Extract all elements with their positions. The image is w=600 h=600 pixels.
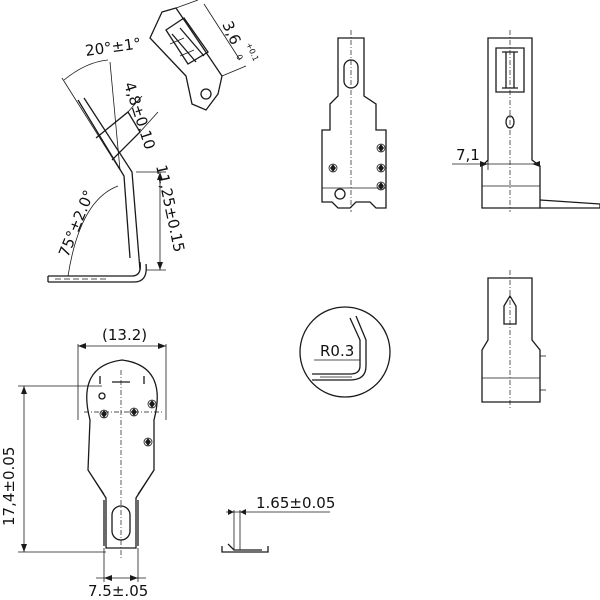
width-small-label: 4,8±0.10 bbox=[120, 80, 159, 152]
tab-tol-upper-label: +0.1 bbox=[244, 41, 260, 62]
tab-detail-view: 3,6 +0.1 0 bbox=[149, 0, 260, 111]
side-view-bottom bbox=[481, 270, 546, 408]
angle-top-label: 20°±1° bbox=[84, 34, 142, 60]
side-view-top: 7,1 bbox=[452, 30, 600, 212]
height-main-label: 17,4±0.05 bbox=[0, 447, 18, 526]
side-width-label: 7,1 bbox=[456, 146, 480, 164]
front-view bbox=[321, 30, 387, 212]
tab-width-label: 7.5±.05 bbox=[88, 582, 148, 600]
plan-view: (13.2) 17,4±0.05 7.5±.05 bbox=[0, 326, 167, 600]
tab-dim-label: 3,6 bbox=[218, 18, 244, 47]
angle-side-label: 75°±2.0° bbox=[55, 187, 98, 259]
side-bent-view: 20°±1° 4,8±0.10 11,25±0.15 75°±2.0° bbox=[47, 34, 188, 283]
radius-detail: R0.3 bbox=[299, 306, 391, 398]
width-ref-label: (13.2) bbox=[102, 326, 147, 344]
radius-label: R0.3 bbox=[320, 342, 354, 360]
thickness-detail: 1.65±0.05 bbox=[221, 494, 335, 553]
height-side-label: 11,25±0.15 bbox=[152, 163, 188, 254]
tab-tol-lower-label: 0 bbox=[234, 53, 244, 61]
thickness-label: 1.65±0.05 bbox=[256, 494, 335, 512]
